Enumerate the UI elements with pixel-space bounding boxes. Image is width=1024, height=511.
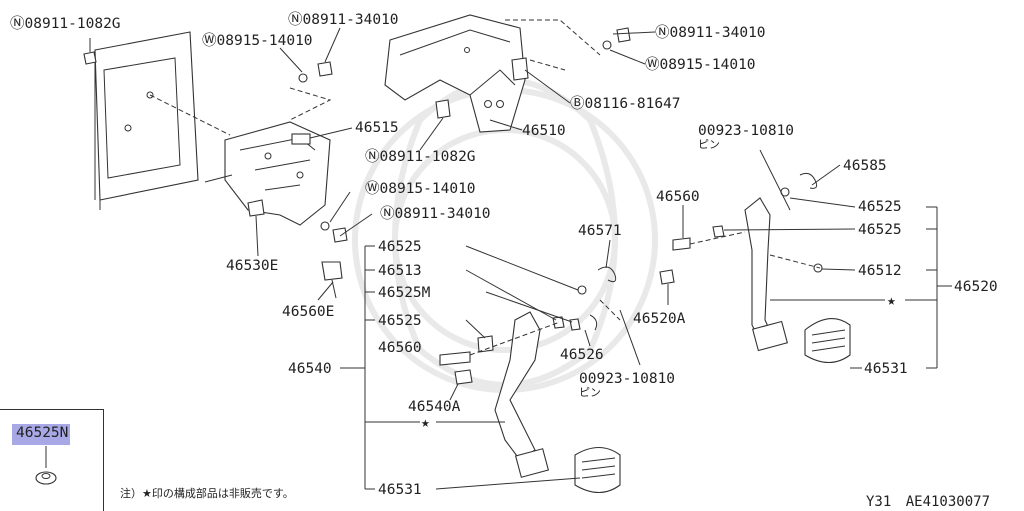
clutch-pedal-right <box>659 172 851 364</box>
callout-08915-14010-a: Ⓦ08915-14010 <box>202 32 313 49</box>
callout-46540a: 46540A <box>408 399 461 415</box>
callout-00923-10810-b: 00923-10810 <box>579 371 675 387</box>
callout-pin-b: ピン <box>579 386 601 399</box>
callout-46585: 46585 <box>843 158 887 174</box>
callout-46525-r1: 46525 <box>858 199 902 215</box>
hardware-small <box>298 27 631 299</box>
callout-pin-a: ピン <box>698 138 720 151</box>
callout-00923-10810-a: 00923-10810 <box>698 123 794 139</box>
leader-lines <box>255 27 952 490</box>
callout-08911-34010-b: Ⓝ08911-34010 <box>655 24 766 41</box>
star-marker-left: ★ <box>421 415 430 431</box>
pedal-bracket <box>204 121 331 226</box>
brake-pedal-left <box>439 266 621 494</box>
callout-46571: 46571 <box>578 223 622 239</box>
callout-08911-34010-c: Ⓝ08911-34010 <box>380 205 491 222</box>
callout-08915-14010-b: Ⓦ08915-14010 <box>645 56 756 73</box>
callout-46560-a: 46560 <box>656 189 700 205</box>
nut-top-left <box>83 38 97 65</box>
callout-labels: Ⓝ08911-1082G Ⓦ08915-14010 Ⓝ08911-34010 Ⓝ… <box>10 11 998 498</box>
callout-08911-1082g-top: Ⓝ08911-1082G <box>10 15 121 32</box>
callout-46531-l: 46531 <box>378 482 422 498</box>
callout-46520a: 46520A <box>633 311 686 327</box>
upper-bracket <box>384 14 529 133</box>
callout-46512: 46512 <box>858 263 902 279</box>
inset-clip <box>35 446 57 485</box>
callout-46520: 46520 <box>954 279 998 295</box>
callout-08915-14010-c: Ⓦ08915-14010 <box>365 180 476 197</box>
dash-panel <box>94 31 199 210</box>
callout-46531-r: 46531 <box>864 361 908 377</box>
callout-08911-34010-a: Ⓝ08911-34010 <box>288 11 399 28</box>
inset-part-number[interactable]: 46525N <box>16 425 69 441</box>
callout-46560e: 46560E <box>282 304 334 320</box>
callout-46530e: 46530E <box>226 258 278 274</box>
assembly-lines-upper <box>149 19 601 136</box>
callout-46525-l2: 46525 <box>378 313 422 329</box>
callout-46510: 46510 <box>522 123 566 139</box>
callout-46525m: 46525M <box>378 285 431 301</box>
callout-46525-l1: 46525 <box>378 239 422 255</box>
highlighted-part-marker <box>12 424 70 445</box>
callout-46560-b: 46560 <box>378 340 422 356</box>
callout-46515: 46515 <box>355 120 399 136</box>
callout-46513: 46513 <box>378 263 422 279</box>
callout-46526: 46526 <box>560 347 604 363</box>
callout-08911-1082g-mid: Ⓝ08911-1082G <box>365 148 476 165</box>
callout-46540: 46540 <box>288 361 332 377</box>
non-sale-note: 注）★印の構成部品は非販売です。 <box>120 487 294 500</box>
diagram-reference-code: Y31 AE41030077 <box>866 494 991 510</box>
callout-46525-r2: 46525 <box>858 222 902 238</box>
inset-frame <box>0 409 104 511</box>
callout-08116-81647: Ⓑ08116-81647 <box>570 95 681 112</box>
star-marker-right: ★ <box>887 293 896 309</box>
